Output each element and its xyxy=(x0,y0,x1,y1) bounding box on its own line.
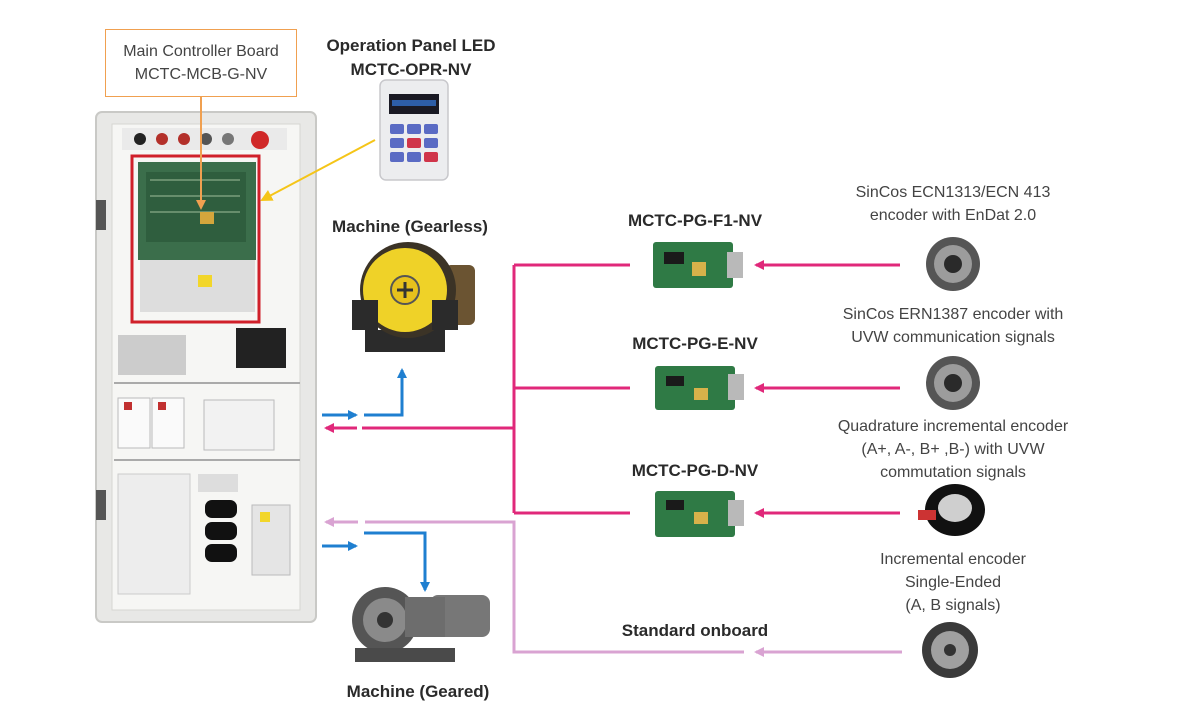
callout-line-2: MCTC-MCB-G-NV xyxy=(134,66,268,83)
encoder-1-line-2: encoder with EnDat 2.0 xyxy=(869,207,1037,224)
operation-panel-title: Operation Panel LED MCTC-OPR-NV xyxy=(306,34,516,82)
pg-card-e-image xyxy=(655,366,744,410)
encoder-4-line-1: Incremental encoder xyxy=(880,551,1026,568)
lilac-signal-lines xyxy=(324,517,902,657)
gearless-machine-image xyxy=(352,242,475,352)
pg-card-e-label: MCTC-PG-E-NV xyxy=(632,334,758,353)
operation-panel-device xyxy=(379,79,449,181)
encoder-4-line-3: (A, B signals) xyxy=(905,597,1001,614)
control-cabinet xyxy=(95,111,317,623)
blue-motor-lines xyxy=(322,368,430,592)
pg-card-d-image xyxy=(655,491,744,537)
callout-line-1: Main Controller Board xyxy=(123,43,279,60)
main-controller-callout: Main Controller Board MCTC-MCB-G-NV xyxy=(105,29,297,97)
encoder-4-line-2: Single-Ended xyxy=(904,574,1002,591)
encoder-2-line-2: UVW communication signals xyxy=(851,329,1055,346)
operation-panel-title-line-2: MCTC-OPR-NV xyxy=(350,60,472,79)
encoder-3-description: Quadrature incremental encoder (A+, A-, … xyxy=(808,415,1098,484)
encoder-2-line-1: SinCos ERN1387 encoder with xyxy=(842,306,1064,323)
panel-pointer xyxy=(260,139,376,201)
encoder-4-image xyxy=(922,622,978,678)
geared-machine-image xyxy=(352,587,490,662)
encoder-1-line-1: SinCos ECN1313/ECN 413 xyxy=(855,184,1051,201)
machine-gearless-label: Machine (Gearless) xyxy=(332,217,488,236)
encoder-3-line-3: commutation signals xyxy=(880,464,1026,481)
encoder-1-description: SinCos ECN1313/ECN 413 encoder with EnDa… xyxy=(808,181,1098,227)
encoder-2-image xyxy=(926,356,980,410)
encoder-3-image xyxy=(918,484,985,536)
encoder-4-description: Incremental encoder Single-Ended (A, B s… xyxy=(808,548,1098,617)
encoder-2-description: SinCos ERN1387 encoder with UVW communic… xyxy=(808,303,1098,349)
encoder-3-line-2: (A+, A-, B+ ,B-) with UVW xyxy=(861,441,1045,458)
pg-card-f1-label: MCTC-PG-F1-NV xyxy=(627,211,763,230)
pg-card-d-label: MCTC-PG-D-NV xyxy=(631,461,759,480)
machine-geared-label: Machine (Geared) xyxy=(346,682,490,701)
operation-panel-title-line-1: Operation Panel LED xyxy=(326,36,496,55)
encoder-1-image xyxy=(926,237,980,291)
encoder-3-line-1: Quadrature incremental encoder xyxy=(837,418,1069,435)
magenta-signal-lines xyxy=(324,260,900,518)
pg-card-f1-image xyxy=(653,242,743,288)
standard-onboard-label: Standard onboard xyxy=(621,621,769,640)
